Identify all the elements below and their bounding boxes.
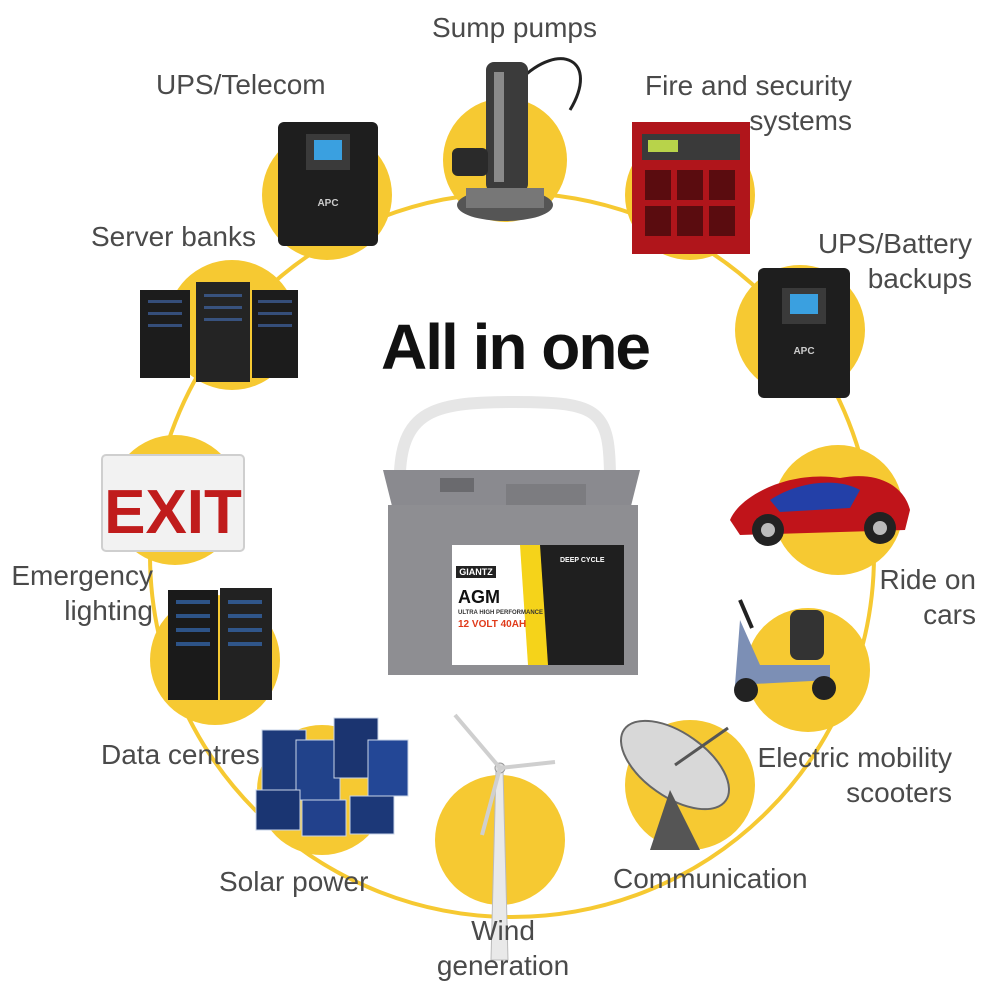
solar-panel-icon <box>255 717 409 837</box>
wind-turbine-icon <box>453 713 556 961</box>
battery-subtitle: ULTRA HIGH PERFORMANCE <box>458 610 543 616</box>
fire-alarm-panel-icon <box>632 122 750 254</box>
exit-sign-icon: EXIT <box>101 454 245 552</box>
headline: All in one <box>381 311 651 383</box>
toy-car-icon <box>730 476 910 546</box>
label-data-centres: Data centres <box>101 739 260 770</box>
mobility-scooter-icon <box>734 599 836 702</box>
exit-sign-text: EXIT <box>104 478 242 547</box>
label-solar-power: Solar power <box>219 866 369 897</box>
label-server-banks: Server banks <box>91 221 256 252</box>
satellite-dish-icon <box>619 719 731 850</box>
server-bank-icon <box>140 282 298 382</box>
battery-rating: 12 VOLT 40AH <box>458 619 526 630</box>
battery-brand: GIANTZ <box>459 567 493 577</box>
sump-pump-icon <box>452 57 582 221</box>
battery-side-label: DEEP CYCLE <box>560 557 605 564</box>
svg-text:APC: APC <box>317 198 338 209</box>
label-communication: Communication <box>613 863 808 894</box>
ups-unit-icon: APC <box>278 122 378 246</box>
svg-text:APC: APC <box>793 346 814 357</box>
server-rack-icon <box>168 588 272 700</box>
label-ups-telecom: UPS/Telecom <box>156 69 326 100</box>
label-sump-pumps: Sump pumps <box>432 12 597 43</box>
ups-unit-icon: APC <box>758 268 850 398</box>
agm-battery: GIANTZ AGM ULTRA HIGH PERFORMANCE 12 VOL… <box>383 395 640 675</box>
battery-type: AGM <box>458 587 500 607</box>
